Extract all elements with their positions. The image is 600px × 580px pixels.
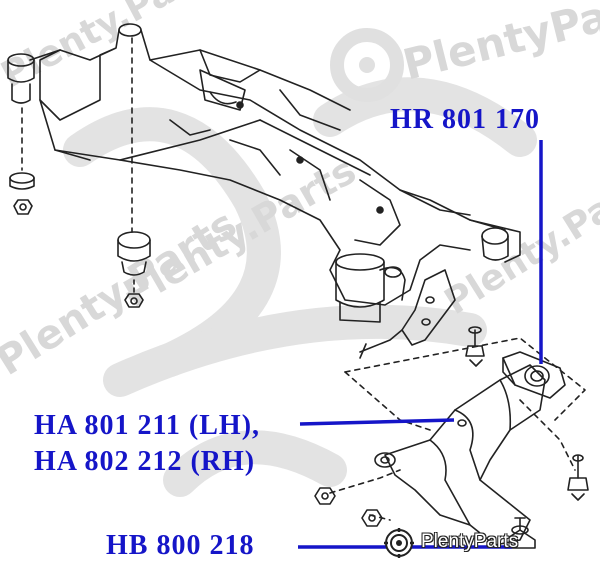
brand-logo: PlentyParts (383, 527, 583, 559)
label-hb-800-218: HB 800 218 (106, 530, 255, 561)
center-left-nut (124, 293, 144, 308)
left-nut (13, 199, 33, 215)
lower-nut-center (361, 509, 383, 527)
left-mount-bushing (7, 53, 35, 104)
trailing-link (359, 269, 456, 359)
left-lower-washer (9, 172, 35, 190)
leader-ha-801-211 (299, 418, 455, 426)
label-hr-801-170: HR 801 170 (390, 104, 540, 135)
label-ha-801-211-lh: HA 801 211 (LH), (34, 410, 261, 441)
center-bushing-cluster (335, 253, 406, 323)
gear-logo-icon (384, 528, 414, 558)
arm-bushing (502, 351, 566, 399)
label-ha-802-212-rh: HA 802 212 (RH) (34, 446, 256, 477)
right-bolt (567, 454, 589, 501)
lower-control-arm (374, 364, 546, 546)
subframe-body (119, 49, 506, 306)
right-mount-bushing (469, 219, 521, 263)
lower-nut-left (314, 487, 336, 505)
brand-logo-text: PlentyParts (421, 531, 519, 552)
center-left-bushing (117, 231, 151, 276)
